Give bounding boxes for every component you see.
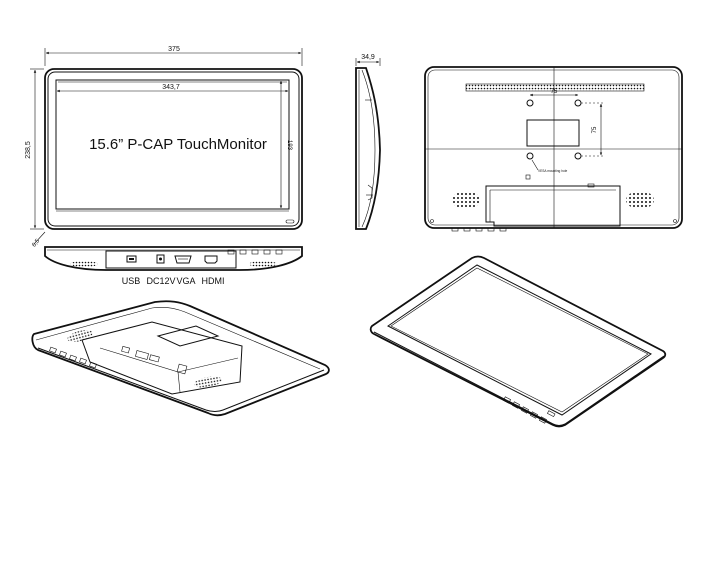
iso-front-buttons [503,396,547,424]
overall-height-label: 238,5 [25,141,32,159]
product-label: 15.6” P-CAP TouchMonitor [89,136,267,153]
iso-rear-buttons [49,346,97,369]
front-view: 375 343,7 193 238,5 6,5 15.6” P-CAP Touc… [25,46,303,249]
overall-width-label: 375 [168,46,180,53]
bezel-depth-label: 6,5 [31,238,41,249]
vesa-horizontal-label: 75 [551,89,558,95]
rear-view: 75 75 VESA mounting hole [424,66,683,232]
side-view: 34,9 [355,54,381,230]
port-label-usb: USB [122,276,141,286]
mount-label: VESA mounting hole [538,169,567,173]
isometric-front-view [369,255,667,428]
rear-buttons [451,227,507,232]
isometric-rear-view [31,300,330,417]
screen-width-label: 343,7 [162,84,180,91]
depth-label: 34,9 [361,54,375,61]
bottom-view [44,246,303,271]
port-label-dc12v: DC12V [146,276,175,286]
port-label-hdmi: HDMI [202,276,225,286]
port-label-vga: VGA [176,276,195,286]
vesa-vertical-label: 75 [592,126,598,133]
port-labels: USB DC12V VGA HDMI [122,276,225,286]
screen-height-label: 193 [286,140,292,151]
